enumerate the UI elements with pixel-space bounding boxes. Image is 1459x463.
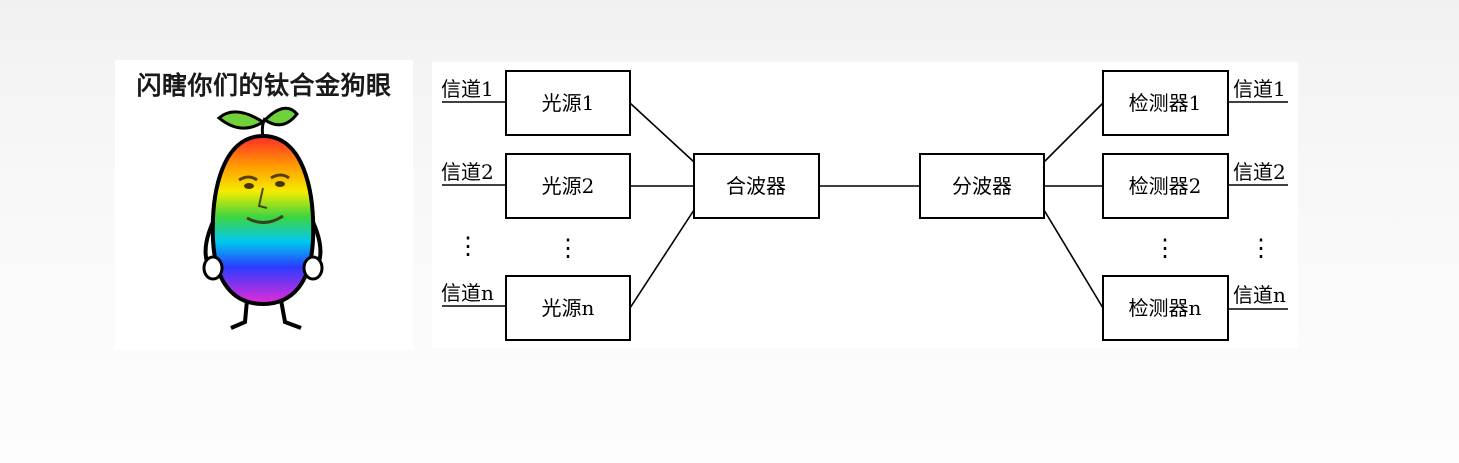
ellipsis-sources: ⋮ bbox=[556, 234, 580, 262]
right-leaf bbox=[262, 106, 299, 127]
output-channel-label-2: 信道2 bbox=[1233, 160, 1286, 184]
detector-box-n bbox=[1102, 275, 1229, 341]
link-demux-detector-1 bbox=[1043, 102, 1104, 163]
meme-panel: 闪瞎你们的钛合金狗眼 bbox=[115, 60, 413, 350]
multiplexer-label: 合波器 bbox=[726, 174, 786, 198]
detector-box-1 bbox=[1102, 70, 1229, 136]
face bbox=[238, 173, 290, 224]
input-channel-label-2: 信道2 bbox=[441, 160, 494, 184]
detector-label-1: 检测器1 bbox=[1129, 91, 1202, 115]
ellipsis-output: ⋮ bbox=[1249, 234, 1273, 262]
input-channel-label-n: 信道n bbox=[441, 281, 494, 305]
link-source-n-mux bbox=[629, 209, 695, 309]
source-box-1 bbox=[505, 70, 631, 136]
output-channel-label-n: 信道n bbox=[1233, 283, 1286, 307]
meme-caption: 闪瞎你们的钛合金狗眼 bbox=[136, 71, 392, 100]
wdm-diagram-panel: 光源1 光源2 光源n 合波器 分波器 检测器1 检测器2 检测器n 信道1 信… bbox=[432, 62, 1298, 348]
sprout-character-illustration bbox=[202, 106, 324, 330]
detector-label-2: 检测器2 bbox=[1129, 174, 1202, 198]
demultiplexer-label: 分波器 bbox=[952, 174, 1012, 198]
source-label-1: 光源1 bbox=[542, 91, 595, 115]
ellipsis-detectors: ⋮ bbox=[1153, 234, 1177, 262]
source-label-2: 光源2 bbox=[542, 174, 595, 198]
demultiplexer-box bbox=[919, 153, 1045, 219]
link-demux-detector-n bbox=[1043, 209, 1104, 309]
wdm-block-diagram: 光源1 光源2 光源n 合波器 分波器 检测器1 检测器2 检测器n 信道1 信… bbox=[441, 70, 1288, 341]
output-channel-label-1: 信道1 bbox=[1233, 77, 1286, 101]
ellipsis-input: ⋮ bbox=[456, 232, 480, 260]
source-box-n bbox=[505, 275, 631, 341]
source-label-n: 光源n bbox=[542, 296, 595, 320]
link-source-1-mux bbox=[629, 102, 695, 163]
input-channel-label-1: 信道1 bbox=[441, 77, 494, 101]
multiplexer-box bbox=[693, 153, 820, 219]
left-leaf bbox=[216, 110, 266, 130]
detector-box-2 bbox=[1102, 153, 1229, 219]
rainbow-body bbox=[210, 133, 316, 307]
source-box-2 bbox=[505, 153, 631, 219]
detector-label-n: 检测器n bbox=[1129, 296, 1202, 320]
